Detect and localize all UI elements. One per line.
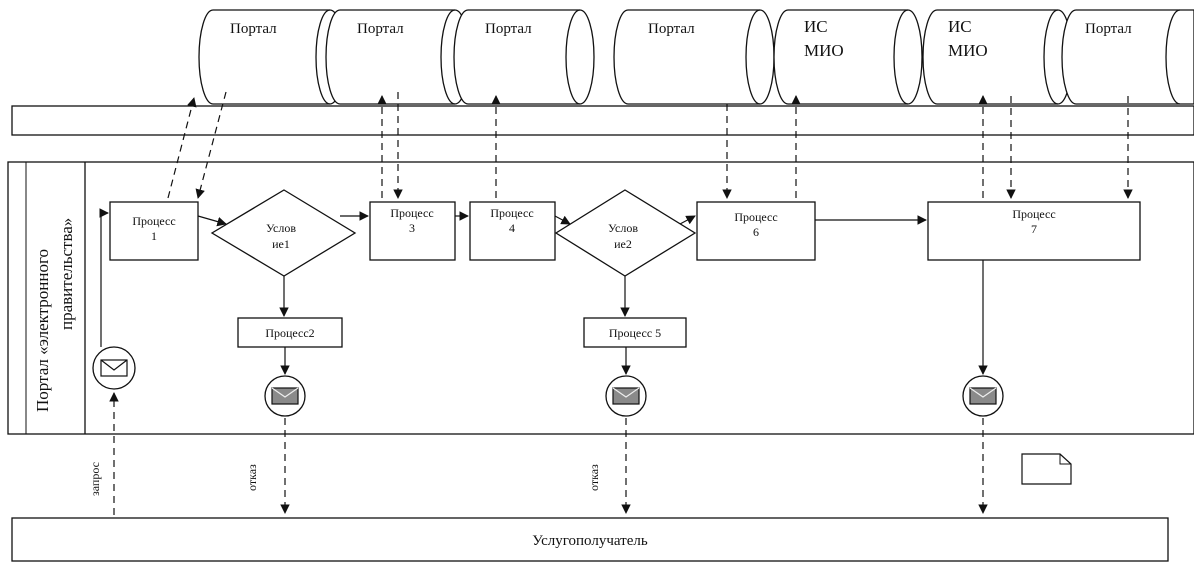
database-label: ИС (804, 17, 828, 36)
refusal-label-2: отказ (587, 464, 601, 491)
document-icon (1021, 453, 1072, 485)
svg-text:4: 4 (509, 221, 515, 235)
svg-text:Процесс: Процесс (490, 206, 533, 220)
process-5: Процесс 5 (583, 317, 687, 348)
process-2: Процесс2 (237, 317, 343, 348)
database-portal-2: Портал (325, 9, 470, 105)
process-3: Процесс 3 (369, 201, 456, 261)
service-recipient-lane: Услугополучатель (11, 517, 1169, 562)
message-flows (109, 91, 1133, 515)
message-end-event-3 (962, 375, 1004, 417)
database-is-mio-1: ИС МИО (773, 9, 923, 105)
svg-text:Процесс 5: Процесс 5 (609, 326, 661, 340)
process-7: Процесс 7 (927, 201, 1141, 261)
message-end-event-1 (264, 375, 306, 417)
svg-text:Процесс: Процесс (132, 214, 175, 228)
database-portal-5: Портал (1061, 9, 1194, 105)
svg-text:МИО: МИО (948, 41, 988, 60)
database-is-mio-2: ИС МИО (922, 9, 1073, 105)
svg-text:ие1: ие1 (272, 237, 290, 251)
database-label: ИС (948, 17, 972, 36)
message-end-event-2 (605, 375, 647, 417)
database-portal-1: Портал (198, 9, 345, 105)
database-label: Портал (357, 21, 404, 37)
swimlane-portal: Портал «электронного правительства» (7, 161, 1194, 435)
condition-2: Услов ие2 (554, 189, 697, 277)
svg-text:7: 7 (1031, 222, 1037, 236)
request-label: запрос (88, 462, 102, 496)
process-1: Процесс 1 (109, 201, 199, 261)
envelope-icon (612, 387, 640, 405)
lane-label: Портал «электронного (33, 249, 52, 412)
svg-text:Услов: Услов (608, 221, 638, 235)
envelope-icon (100, 359, 128, 377)
database-portal-3: Портал (453, 9, 595, 105)
svg-text:Процесс: Процесс (1012, 207, 1055, 221)
svg-text:Услов: Услов (266, 221, 296, 235)
envelope-icon (271, 387, 299, 405)
database-label: Портал (230, 21, 277, 37)
svg-text:Процесс2: Процесс2 (265, 326, 314, 340)
lane-label-2: правительства» (57, 218, 76, 330)
database-label: Портал (485, 21, 532, 37)
svg-text:Процесс: Процесс (390, 206, 433, 220)
database-portal-4: Портал (613, 9, 775, 105)
svg-text:ие2: ие2 (614, 237, 632, 251)
svg-text:3: 3 (409, 221, 415, 235)
envelope-icon (969, 387, 997, 405)
database-label: Портал (1085, 21, 1132, 37)
process-6: Процесс 6 (696, 201, 816, 261)
svg-text:МИО: МИО (804, 41, 844, 60)
message-start-event (92, 346, 136, 390)
refusal-label-1: отказ (245, 464, 259, 491)
svg-text:6: 6 (753, 225, 759, 239)
top-band (11, 105, 1194, 136)
database-label: Портал (648, 21, 695, 37)
svg-text:Процесс: Процесс (734, 210, 777, 224)
sequence-flows (99, 208, 988, 375)
recipient-label: Услугополучатель (532, 533, 648, 549)
process-4: Процесс 4 (469, 201, 556, 261)
condition-1: Услов ие1 (210, 189, 357, 277)
svg-text:1: 1 (151, 229, 157, 243)
